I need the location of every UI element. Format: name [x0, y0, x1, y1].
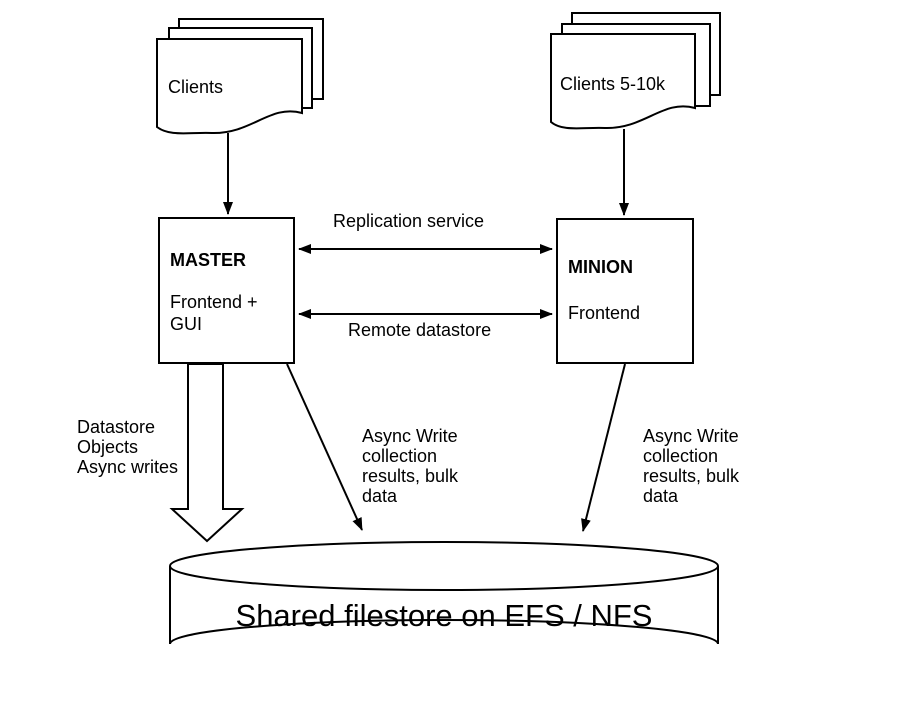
master-subtitle: Frontend + GUI	[170, 292, 258, 334]
datastore-writes-block-arrow	[169, 363, 245, 543]
master-box	[158, 217, 295, 364]
master-to-filestore-arrow	[286, 363, 363, 531]
filestore-cylinder-top	[169, 541, 719, 591]
clients-right-doc-front	[550, 33, 696, 130]
minion-box	[556, 218, 694, 364]
remote-datastore-label: Remote datastore	[348, 320, 492, 340]
datastore-writes-label: Datastore Objects Async writes	[77, 417, 179, 477]
filestore-label: Shared filestore on EFS / NFS	[235, 598, 653, 633]
master-title: MASTER	[170, 250, 246, 270]
replication-label: Replication service	[333, 211, 485, 231]
minion-subtitle: Frontend	[568, 303, 641, 323]
clients-left-label: Clients	[168, 77, 224, 97]
minion-to-filestore-arrow	[581, 363, 626, 532]
minion-title: MINION	[568, 257, 633, 277]
minion-async-label: Async Write collection results, bulk dat…	[643, 426, 740, 506]
clients-left-doc-front	[156, 38, 303, 135]
clients-right-label: Clients 5-10k	[560, 74, 666, 94]
master-async-label: Async Write collection results, bulk dat…	[362, 426, 459, 506]
